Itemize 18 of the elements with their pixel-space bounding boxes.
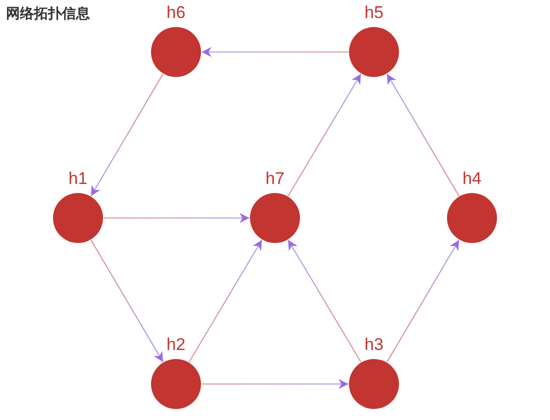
arrow (386, 240, 460, 362)
node-label: h3 (364, 336, 384, 354)
node-label: h5 (364, 4, 384, 22)
node-label: h6 (166, 4, 186, 22)
arrow (288, 240, 362, 362)
arrow (90, 74, 164, 196)
arrow (90, 240, 164, 362)
arrow (386, 74, 460, 196)
arrow (202, 379, 348, 389)
node-label: h7 (266, 170, 284, 188)
diagram-title: 网络拓扑信息 (6, 6, 90, 23)
node-label: h1 (68, 170, 88, 188)
arrow (202, 47, 348, 57)
arrow (288, 74, 362, 196)
arrow (188, 240, 262, 362)
node-label: h4 (462, 170, 482, 188)
arrow (104, 213, 250, 223)
node-label: h2 (166, 336, 186, 354)
